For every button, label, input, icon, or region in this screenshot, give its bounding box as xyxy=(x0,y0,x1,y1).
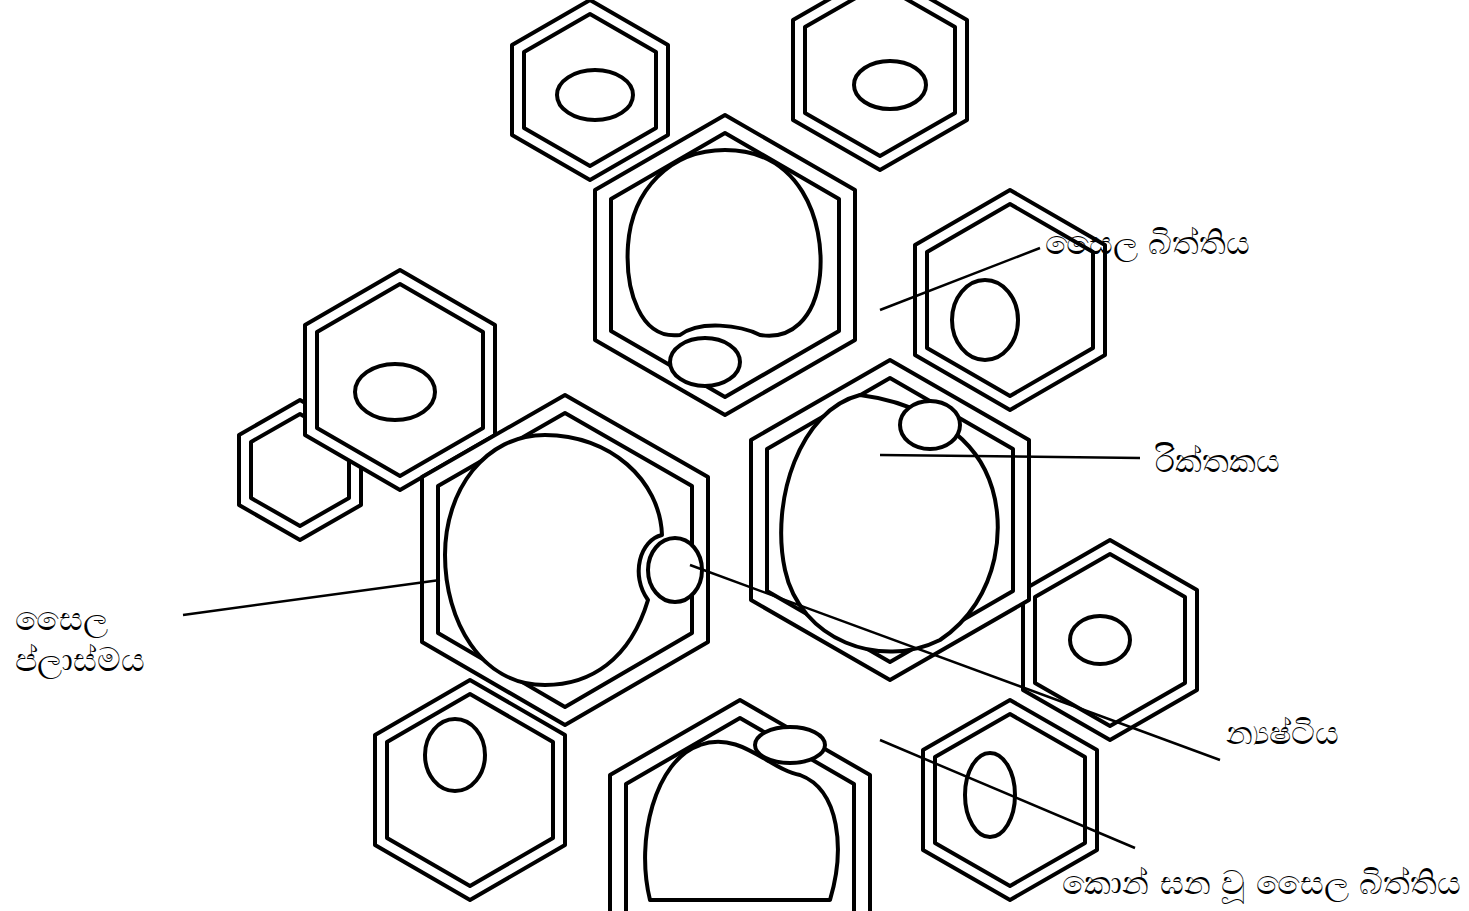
nucleus-label: න්‍යෂ්ටිය xyxy=(1226,712,1339,753)
cell-drawing xyxy=(239,0,1197,911)
cell-wall-label: සෛල බිත්තිය xyxy=(1045,222,1251,263)
thickened-wall-label: කොන් ඝන වූ සෛල බිත්තිය xyxy=(1062,862,1461,903)
vacuole-label: රික්තකය xyxy=(1155,440,1280,481)
cytoplasm-label: සෛල ප්ලාස්මය xyxy=(15,598,205,681)
leader-lines xyxy=(183,248,1220,848)
